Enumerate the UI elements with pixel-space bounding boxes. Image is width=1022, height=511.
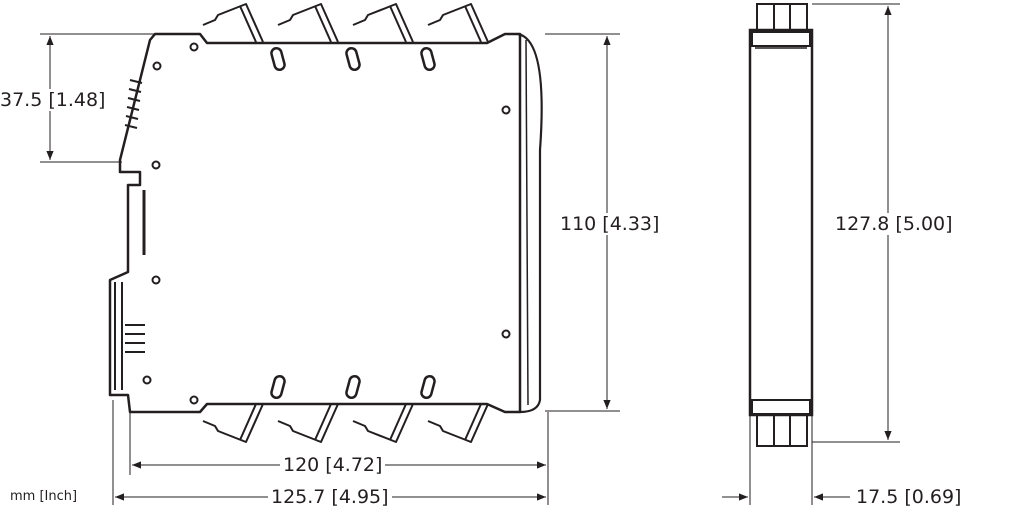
body-depth-label: 120 [4.72] bbox=[280, 454, 386, 476]
units-label: mm [Inch] bbox=[10, 489, 78, 504]
body-height-label: 110 [4.33] bbox=[560, 213, 660, 235]
side-view bbox=[108, 3, 543, 443]
total-height-label: 127.8 [5.00] bbox=[835, 213, 953, 235]
front-view bbox=[748, 3, 814, 447]
width-label: 17.5 [0.69] bbox=[856, 486, 962, 508]
total-depth-label: 125.7 [4.95] bbox=[268, 486, 392, 508]
offset-height-label: 37.5 [1.48] bbox=[0, 89, 106, 111]
